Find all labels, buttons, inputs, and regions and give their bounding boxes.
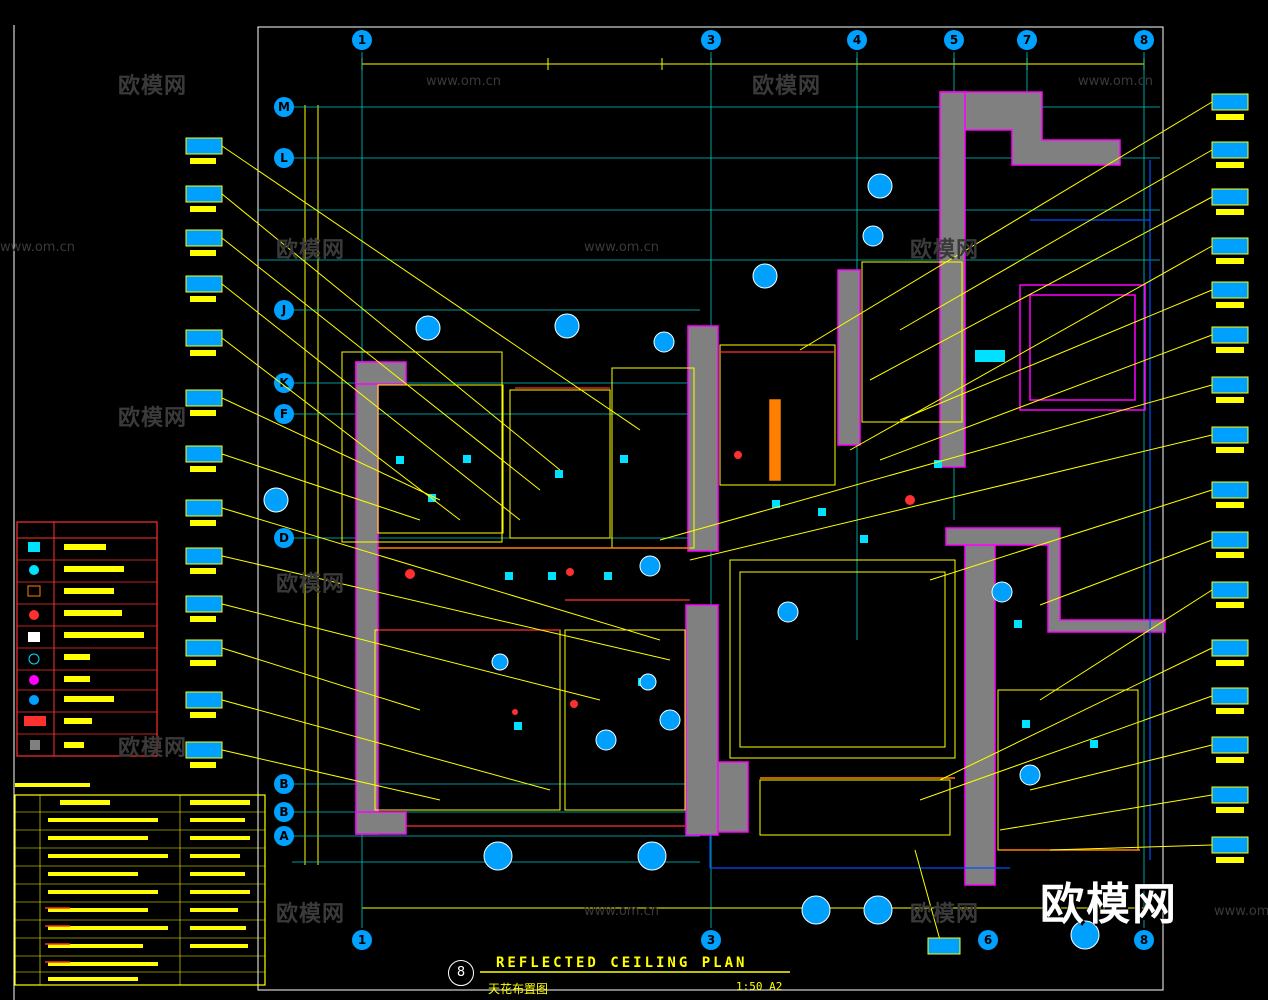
svg-text:A: A: [279, 829, 289, 843]
svg-text:3: 3: [707, 933, 715, 947]
watermark-text: 欧模网: [118, 406, 188, 431]
watermark-url: www.om.cn: [0, 240, 75, 255]
leader-lines-left: [221, 145, 671, 801]
watermark-text: 欧模网: [752, 74, 822, 99]
walls: [355, 91, 1166, 886]
grid-bubbles-left: M L J K F D B B A: [274, 97, 294, 846]
orange-lines: [378, 399, 1140, 851]
fixture-schedule: [14, 783, 266, 986]
wall-lines-blue: [709, 160, 1151, 869]
watermark-text: 欧模网: [118, 736, 188, 761]
symbol-legend: [16, 521, 158, 757]
grid-bubbles-top: 1 3 4 5 7 8: [352, 30, 1154, 50]
watermark-text: 欧模网: [276, 572, 346, 597]
grid-label-1: 1: [358, 33, 366, 47]
watermark-text: 欧模网: [910, 238, 980, 263]
brand-logo-text: 欧模网: [1040, 879, 1178, 930]
detail-callouts: [263, 173, 1100, 950]
grid-label-8: 8: [1140, 33, 1148, 47]
svg-text:1: 1: [358, 933, 366, 947]
grid-label-5: 5: [950, 33, 958, 47]
watermark-url: www.om.cn: [1078, 74, 1153, 89]
drawing-title: REFLECTED CEILING PLAN: [496, 955, 748, 971]
leader-lines-right: [659, 101, 1213, 941]
drawing-scale: 1:50 A2: [736, 980, 783, 993]
red-fixtures: [405, 451, 915, 715]
svg-text:M: M: [278, 100, 290, 114]
watermark-text: 欧模网: [276, 902, 346, 927]
svg-text:B: B: [279, 777, 288, 791]
left-ceiling-tags: [185, 137, 223, 768]
watermark-url: www.om.cn: [584, 240, 659, 255]
svg-text:8: 8: [1140, 933, 1148, 947]
right-ceiling-tags: [927, 93, 1249, 955]
watermark-url: www.om.cn: [584, 904, 659, 919]
watermark-text: 欧模网: [118, 74, 188, 99]
svg-text:J: J: [281, 303, 286, 317]
watermark-text: 欧模网: [910, 902, 980, 927]
ceiling-outlines: [341, 261, 1139, 851]
watermark-url: www.om.cn: [1214, 904, 1268, 919]
drawing-frame: [257, 26, 1164, 991]
sheet-number-bubble: 8: [448, 960, 474, 986]
grid-label-4: 4: [853, 33, 861, 47]
svg-text:F: F: [280, 407, 288, 421]
svg-text:6: 6: [984, 933, 992, 947]
drawing-subtitle: 天花布置图: [488, 982, 549, 996]
grid-label-7: 7: [1023, 33, 1031, 47]
watermark-url: www.om.cn: [426, 74, 501, 89]
left-dimension-line: [304, 105, 319, 865]
grid-bubbles-bottom: 1 3 6 8: [352, 930, 1154, 950]
svg-text:K: K: [279, 376, 289, 390]
grid-label-3: 3: [707, 33, 715, 47]
wall-lines-red: [378, 351, 835, 827]
svg-text:L: L: [280, 151, 288, 165]
svg-text:D: D: [279, 531, 289, 545]
watermark-text: 欧模网: [276, 238, 346, 263]
svg-text:B: B: [279, 805, 288, 819]
